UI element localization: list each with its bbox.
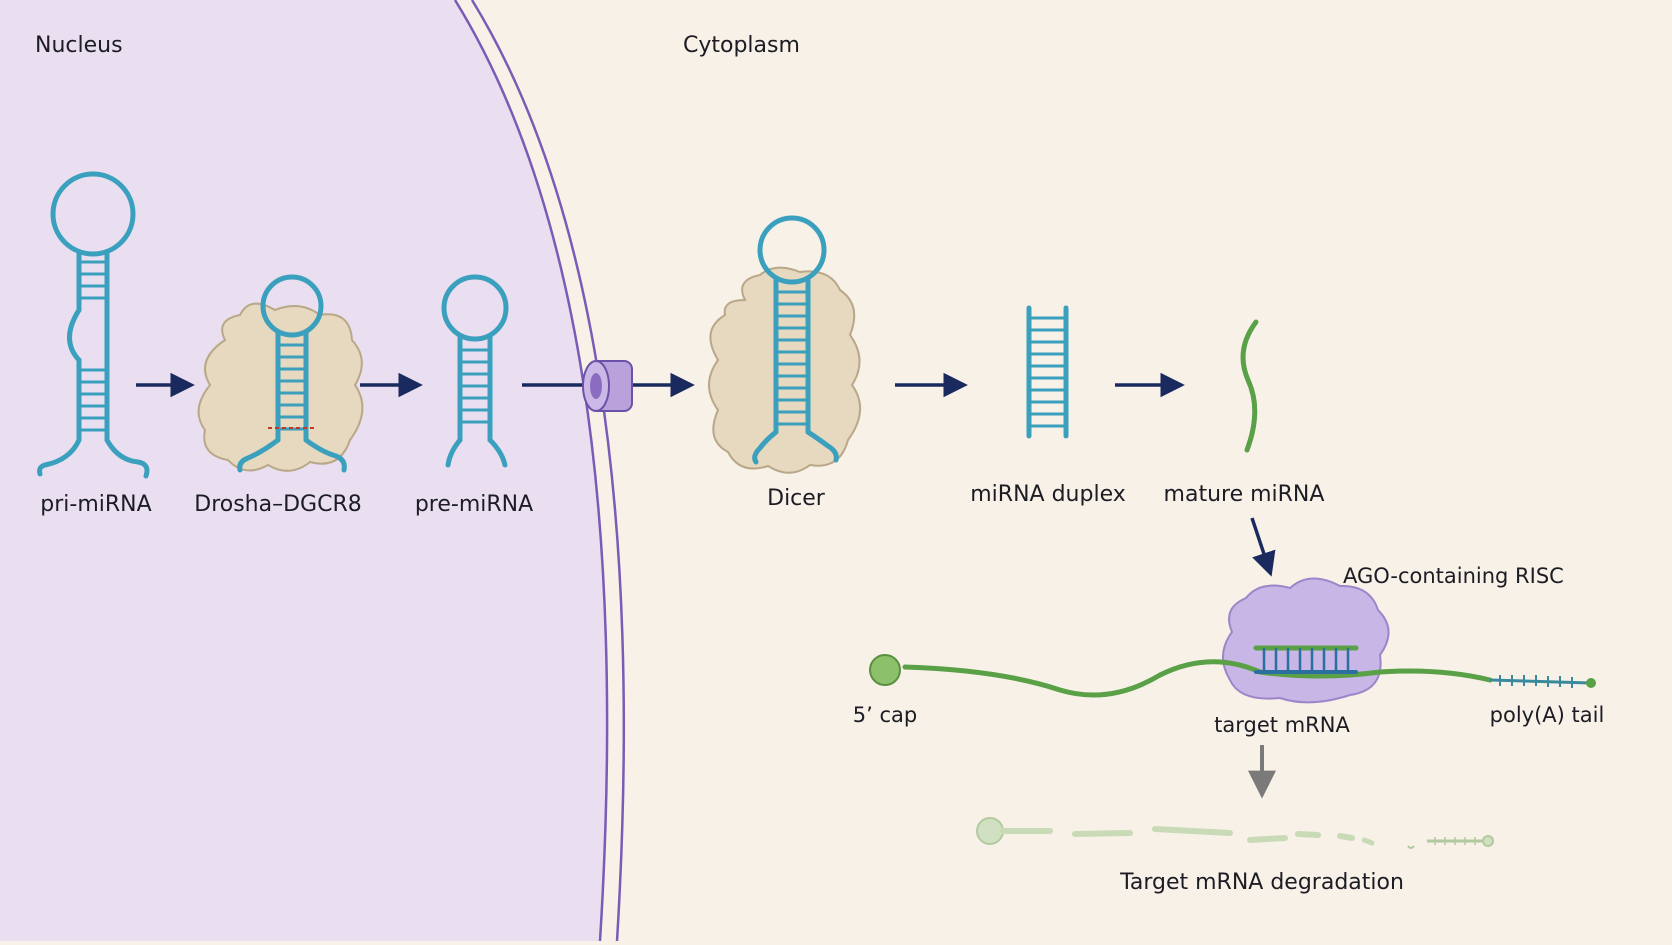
drosha-dgcr8-complex — [197, 274, 364, 473]
polya-tail — [1489, 675, 1596, 688]
duplex-label: miRNA duplex — [970, 482, 1125, 507]
nucleus-region — [0, 0, 608, 941]
risc-label: AGO-containing RISC — [1343, 564, 1564, 588]
cytoplasm-label: Cytoplasm — [683, 33, 800, 58]
target-mrna-strand — [902, 659, 1493, 698]
risc-complex — [1222, 577, 1390, 704]
five-cap-icon — [869, 654, 901, 686]
drosha-label: Drosha–DGCR8 — [194, 492, 361, 517]
mirna-duplex — [1026, 305, 1069, 439]
degraded-mrna-fragments — [976, 817, 1494, 849]
dicer-complex — [708, 215, 861, 474]
mirna-target-pairing — [1253, 645, 1359, 674]
target-mrna-label: target mRNA — [1214, 713, 1350, 737]
degradation-label: Target mRNA degradation — [1119, 870, 1404, 895]
mature-label: mature miRNA — [1164, 482, 1325, 507]
dicer-label: Dicer — [767, 486, 826, 511]
pre-mirna-rungs — [460, 348, 490, 424]
mature-mirna-strand — [1240, 319, 1259, 453]
nucleus-label: Nucleus — [35, 33, 123, 58]
pri-mirna-label: pri-miRNA — [40, 492, 151, 517]
pri-mirna-rungs — [79, 260, 107, 432]
pre-mirna-label: pre-miRNA — [415, 492, 533, 517]
polya-label: poly(A) tail — [1490, 703, 1605, 727]
arrow-mature-to-risc — [1250, 517, 1276, 577]
nuclear-pore-icon — [582, 360, 633, 412]
five-cap-label: 5’ cap — [853, 703, 917, 727]
